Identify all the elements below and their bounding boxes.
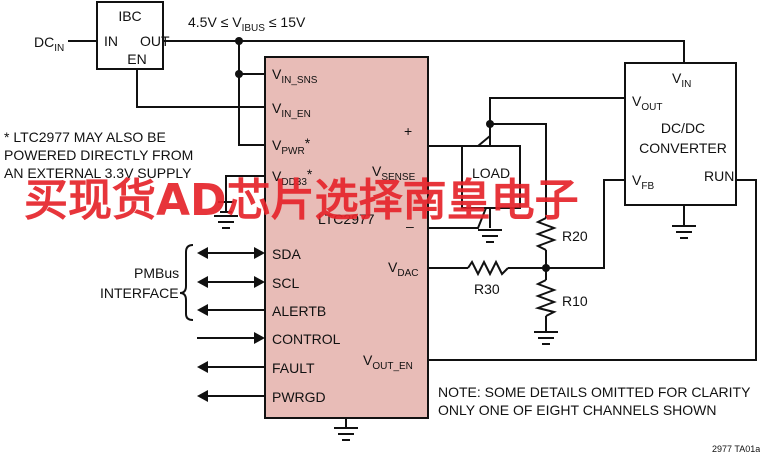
pin-vpwr: VPWR* xyxy=(272,135,311,157)
r10-label: R10 xyxy=(562,293,588,309)
footnote-line-2: POWERED DIRECTLY FROM xyxy=(4,147,193,163)
ibc-out-pin: OUT xyxy=(140,33,170,49)
dc-in-label: DCIN xyxy=(34,34,64,54)
pmbus-label: PMBus xyxy=(134,265,179,281)
pin-vdd33: VDD33* xyxy=(272,166,313,188)
ibc-block xyxy=(96,1,164,70)
load-block xyxy=(461,145,521,209)
converter-vfb-pin: VFB xyxy=(632,172,654,192)
pin-plus: + xyxy=(404,123,412,139)
pin-alertb: ALERTB xyxy=(272,303,326,319)
pin-vin-en: VIN_EN xyxy=(272,100,311,120)
converter-title-2: CONVERTER xyxy=(639,140,727,156)
pin-vdac: VDAC xyxy=(388,259,418,279)
converter-vout-pin: VOUT xyxy=(632,93,662,113)
watermark-text: 买现货AD芯片选择南皇电子 xyxy=(24,175,579,226)
ibc-en-pin: EN xyxy=(127,51,146,67)
resistors xyxy=(467,217,557,317)
r10-zigzag xyxy=(534,279,557,317)
junctions xyxy=(235,37,550,272)
r30-zigzag xyxy=(467,259,509,277)
figure-id: 2977 TA01a xyxy=(712,444,760,454)
r20-zigzag xyxy=(535,217,557,251)
footnote-line-3: AN EXTERNAL 3.3V SUPPLY xyxy=(4,165,192,181)
note-line-2: ONLY ONE OF EIGHT CHANNELS SHOWN xyxy=(438,402,717,418)
pin-fault: FAULT xyxy=(272,360,315,376)
pmbus-bracket xyxy=(179,244,194,321)
pin-control: CONTROL xyxy=(272,331,341,347)
dcdc-converter-block xyxy=(624,62,737,206)
pin-vin-sns: VIN_SNS xyxy=(272,66,318,86)
pmbus-interface-label: INTERFACE xyxy=(100,285,179,301)
note-line-1: NOTE: SOME DETAILS OMITTED FOR CLARITY xyxy=(438,384,751,400)
converter-vin-pin: VIN xyxy=(672,70,691,90)
r20-label: R20 xyxy=(562,228,588,244)
converter-run-pin: RUN xyxy=(704,168,734,184)
ltc2977-chip xyxy=(264,56,429,419)
r30-label: R30 xyxy=(474,281,500,297)
ibc-title: IBC xyxy=(118,8,141,24)
converter-title-1: DC/DC xyxy=(661,120,705,136)
pin-minus: – xyxy=(406,218,414,234)
wires xyxy=(68,40,757,441)
pin-pwrgd: PWRGD xyxy=(272,389,326,405)
vbus-range-label: 4.5V ≤ VIBUS ≤ 15V xyxy=(188,14,306,34)
pin-vout-en: VOUT_EN xyxy=(363,352,413,372)
chip-name: LTC2977 xyxy=(318,211,375,227)
signal-arrows xyxy=(197,247,265,402)
load-label: LOAD xyxy=(472,165,510,181)
pin-vsense: VSENSE xyxy=(372,163,416,183)
pin-sda: SDA xyxy=(272,246,301,262)
pin-scl: SCL xyxy=(272,275,299,291)
ibc-in-pin: IN xyxy=(104,33,118,49)
footnote-line-1: * LTC2977 MAY ALSO BE xyxy=(4,129,166,145)
